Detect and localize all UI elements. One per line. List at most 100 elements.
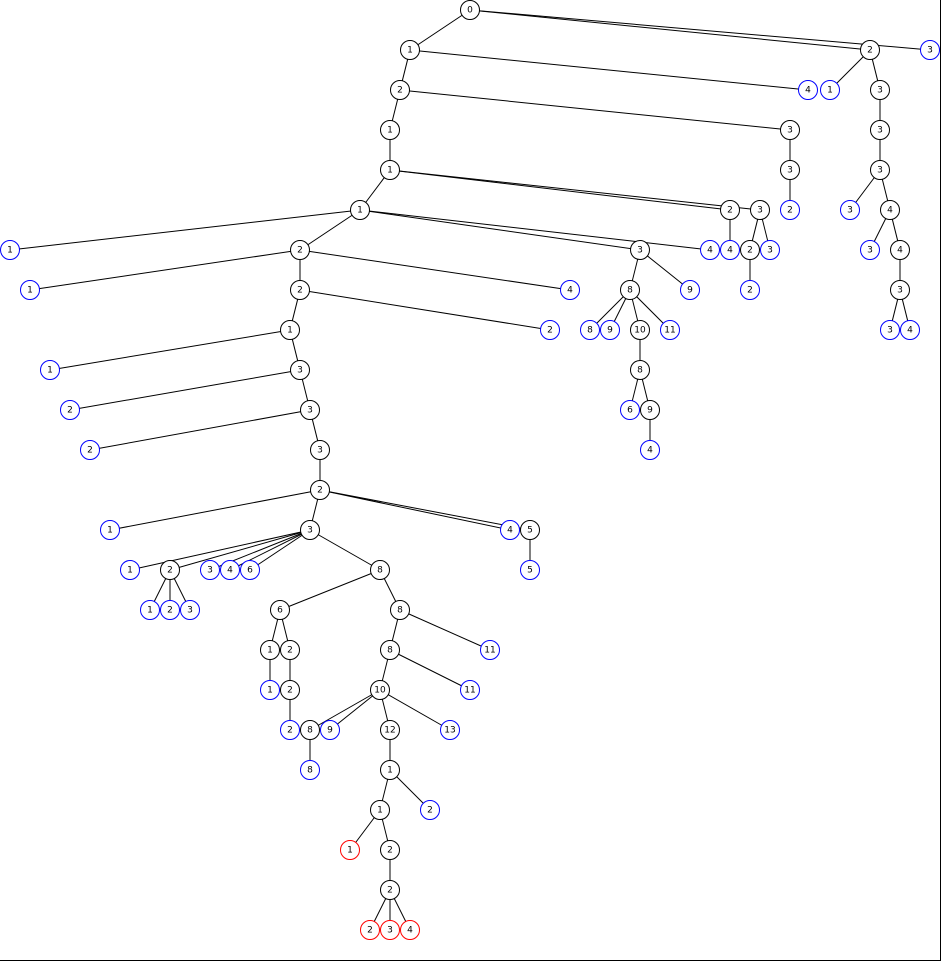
node-circle (680, 280, 700, 300)
tree-edge (299, 209, 361, 251)
node-circle (620, 400, 640, 420)
node-label: 2 (287, 646, 293, 656)
tree-node: 6 (240, 560, 260, 580)
node-label: 3 (187, 606, 193, 616)
node-label: 8 (307, 726, 313, 736)
tree-node: 2 (160, 600, 180, 620)
node-label: 11 (464, 686, 475, 696)
node-label: 5 (527, 526, 533, 536)
tree-edge (409, 49, 809, 91)
node-circle (350, 200, 370, 220)
tree-node: 2 (290, 240, 310, 260)
node-label: 4 (805, 86, 811, 96)
node-label: 10 (634, 326, 646, 336)
tree-edge (399, 609, 491, 651)
node-circle (820, 80, 840, 100)
tree-edge (389, 169, 761, 211)
node-circle (900, 320, 920, 340)
node-circle (870, 80, 890, 100)
node-circle (260, 680, 280, 700)
tree-edge (389, 649, 471, 691)
node-label: 4 (727, 246, 733, 256)
tree-edge (389, 169, 731, 211)
node-circle (200, 560, 220, 580)
node-label: 8 (387, 646, 393, 656)
node-label: 3 (877, 166, 883, 176)
node-circle (520, 560, 540, 580)
node-label: 8 (307, 766, 313, 776)
tree-node: 4 (880, 200, 900, 220)
node-circle (860, 240, 880, 260)
node-label: 1 (347, 846, 353, 856)
tree-node: 3 (300, 400, 320, 420)
node-circle (390, 80, 410, 100)
tree-node: 4 (700, 240, 720, 260)
tree-node: 2 (740, 240, 760, 260)
tree-node: 0 (460, 0, 480, 20)
node-label: 2 (297, 246, 303, 256)
node-circle (380, 160, 400, 180)
node-label: 4 (227, 566, 233, 576)
node-label: 1 (387, 766, 393, 776)
node-label: 2 (427, 806, 433, 816)
tree-node: 2 (390, 80, 410, 100)
tree-node: 8 (300, 760, 320, 780)
node-circle (560, 280, 580, 300)
tree-node: 1 (260, 680, 280, 700)
tree-node: 8 (580, 320, 600, 340)
tree-node: 3 (750, 200, 770, 220)
node-label: 1 (107, 526, 113, 536)
node-circle (20, 280, 40, 300)
tree-node: 5 (520, 520, 540, 540)
tree-node: 2 (380, 840, 400, 860)
node-circle (880, 200, 900, 220)
node-label: 3 (877, 86, 883, 96)
node-circle (310, 480, 330, 500)
node-circle (640, 400, 660, 420)
node-label: 2 (287, 686, 293, 696)
node-circle (630, 320, 650, 340)
node-label: 2 (747, 286, 753, 296)
node-label: 3 (757, 206, 763, 216)
node-circle (380, 760, 400, 780)
tree-edge (359, 209, 641, 251)
node-circle (460, 0, 480, 20)
edge-layer (9, 9, 931, 931)
tree-node: 4 (890, 240, 910, 260)
tree-node: 3 (870, 120, 890, 140)
node-circle (370, 800, 390, 820)
tree-node: 2 (860, 40, 880, 60)
tree-node: 3 (760, 240, 780, 260)
node-circle (370, 680, 390, 700)
node-circle (280, 680, 300, 700)
node-circle (520, 520, 540, 540)
node-label: 2 (67, 406, 73, 416)
node-label: 4 (707, 246, 713, 256)
node-circle (798, 80, 818, 100)
tree-edge (309, 529, 381, 571)
node-label: 9 (647, 406, 653, 416)
node-circle (420, 800, 440, 820)
node-label: 3 (787, 126, 793, 136)
node-label: 1 (387, 166, 393, 176)
node-label: 8 (377, 566, 383, 576)
node-circle (540, 320, 560, 340)
node-circle (340, 840, 360, 860)
tree-node: 2 (160, 560, 180, 580)
node-label: 8 (397, 606, 403, 616)
node-circle (140, 600, 160, 620)
node-circle (890, 240, 910, 260)
node-circle (780, 200, 800, 220)
node-label: 2 (727, 206, 733, 216)
tree-edge (109, 489, 321, 531)
tree-node: 2 (280, 640, 300, 660)
node-circle (100, 520, 120, 540)
tree-node: 3 (890, 280, 910, 300)
tree-node: 11 (660, 320, 680, 340)
tree-node: 3 (310, 440, 330, 460)
node-label: 3 (927, 46, 933, 56)
tree-node: 3 (860, 240, 880, 260)
tree-node: 1 (380, 160, 400, 180)
